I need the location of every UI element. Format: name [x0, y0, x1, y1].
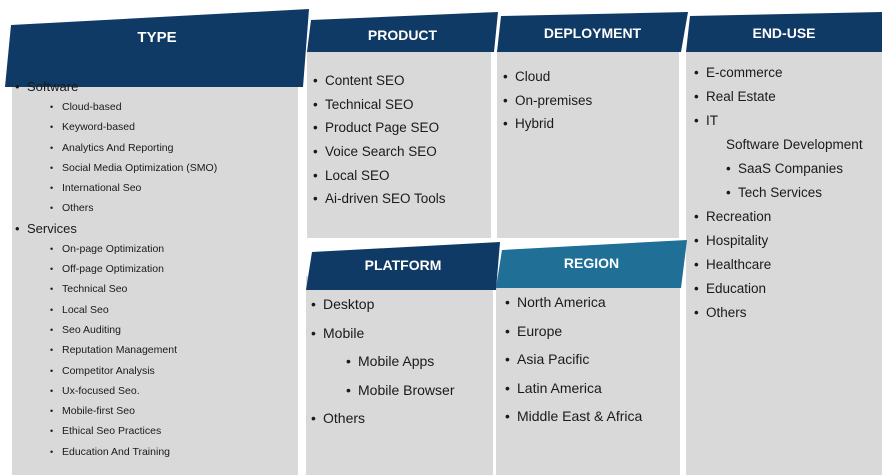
- platform-header-shape: [306, 242, 500, 290]
- type-item: Others: [50, 198, 297, 219]
- end-use-item: Hospitality: [694, 229, 878, 253]
- platform-item: Desktop: [311, 290, 454, 319]
- product-title: PRODUCT: [367, 27, 438, 43]
- region-item: Middle East & Africa: [505, 402, 642, 431]
- end-use-item: Others: [694, 301, 878, 325]
- deployment-item: Hybrid: [503, 112, 592, 136]
- type-item: Ux-focused Seo.: [50, 381, 297, 402]
- end-use-header: END-USE: [686, 12, 882, 52]
- product-item: Technical SEO: [313, 93, 446, 117]
- region-item: Latin America: [505, 374, 642, 403]
- type-title: TYPE: [137, 29, 177, 46]
- end-use-list: E-commerce Real Estate IT Software Devel…: [694, 61, 878, 325]
- platform-title: PLATFORM: [364, 257, 442, 273]
- type-item: Off-page Optimization: [50, 259, 297, 280]
- type-item: Social Media Optimization (SMO): [50, 158, 297, 179]
- type-category-software: Software: [15, 77, 297, 97]
- region-title: REGION: [563, 255, 620, 271]
- type-item: On-page Optimization: [50, 239, 297, 260]
- end-use-subsubitem: SaaS Companies: [726, 157, 878, 181]
- region-item: North America: [505, 288, 642, 317]
- product-item: Content SEO: [313, 69, 446, 93]
- end-use-item: E-commerce: [694, 61, 878, 85]
- type-item: Reputation Management: [50, 340, 297, 361]
- deployment-header: DEPLOYMENT: [497, 12, 688, 52]
- platform-header: PLATFORM: [306, 242, 500, 290]
- type-category-services: Services: [15, 219, 297, 239]
- platform-item: Others: [311, 404, 454, 433]
- type-item: Cloud-based: [50, 97, 297, 118]
- platform-subitem: Mobile Browser: [346, 376, 455, 405]
- type-item: Keyword-based: [50, 117, 297, 138]
- product-item: Voice Search SEO: [313, 140, 446, 164]
- region-item: Europe: [505, 317, 642, 346]
- product-item: Product Page SEO: [313, 116, 446, 140]
- end-use-subitem: Software Development: [726, 137, 863, 152]
- end-use-subsubitem: Tech Services: [726, 181, 878, 205]
- product-item: Ai-driven SEO Tools: [313, 187, 446, 211]
- type-item: Local Seo: [50, 300, 297, 321]
- type-header-shape: [5, 9, 309, 87]
- deployment-item: On-premises: [503, 89, 592, 113]
- type-item: Mobile-first Seo: [50, 401, 297, 422]
- end-use-header-shape: [686, 12, 882, 52]
- type-header: TYPE: [5, 9, 309, 87]
- deployment-list: Cloud On-premises Hybrid: [503, 65, 592, 136]
- deployment-title: DEPLOYMENT: [543, 25, 642, 41]
- type-list: Software Cloud-based Keyword-based Analy…: [15, 77, 297, 463]
- product-item: Local SEO: [313, 164, 446, 188]
- end-use-item: Recreation: [694, 205, 878, 229]
- type-item: Education And Training: [50, 442, 297, 463]
- end-use-item: IT: [694, 109, 878, 133]
- type-item: Seo Auditing: [50, 320, 297, 341]
- product-header: PRODUCT: [307, 12, 498, 52]
- deployment-item: Cloud: [503, 65, 592, 89]
- type-item: Technical Seo: [50, 279, 297, 300]
- platform-subitem: Mobile Apps: [346, 347, 454, 376]
- type-item: Ethical Seo Practices: [50, 421, 297, 442]
- region-header-shape: [496, 240, 687, 288]
- platform-item: Mobile: [311, 319, 454, 348]
- platform-list: Desktop Mobile Mobile Apps Mobile Browse…: [311, 290, 455, 433]
- end-use-item: Healthcare: [694, 253, 878, 277]
- region-header: REGION: [496, 240, 687, 288]
- product-header-shape: [307, 12, 498, 52]
- region-list: North America Europe Asia Pacific Latin …: [505, 288, 642, 431]
- type-item: Competitor Analysis: [50, 361, 297, 382]
- deployment-header-shape: [497, 12, 688, 52]
- type-item: International Seo: [50, 178, 297, 199]
- region-item: Asia Pacific: [505, 345, 642, 374]
- end-use-item: Real Estate: [694, 85, 878, 109]
- end-use-title: END-USE: [752, 25, 816, 41]
- product-list: Content SEO Technical SEO Product Page S…: [313, 69, 446, 211]
- end-use-item: Education: [694, 277, 878, 301]
- type-item: Analytics And Reporting: [50, 138, 297, 159]
